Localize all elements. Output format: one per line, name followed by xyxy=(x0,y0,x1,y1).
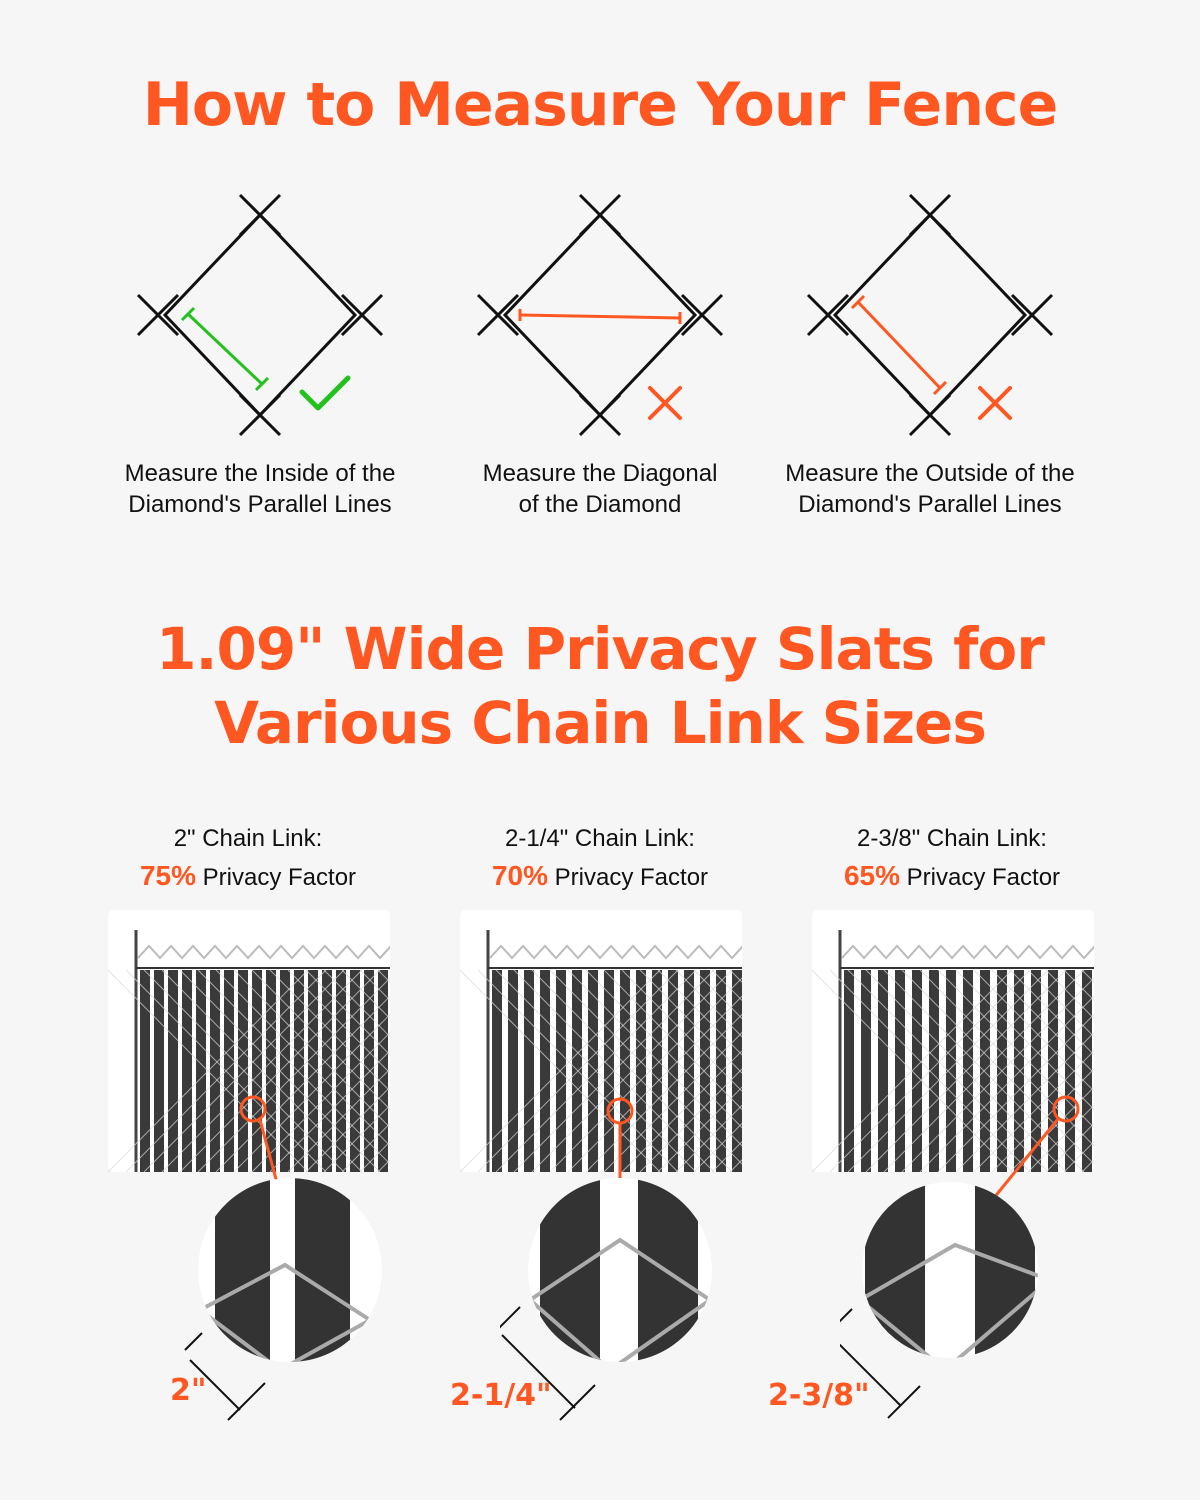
privacy-slat xyxy=(196,970,206,1172)
privacy-slat xyxy=(266,970,276,1172)
privacy-slat xyxy=(912,970,922,1172)
page-title: How to Measure Your Fence xyxy=(142,70,1059,140)
privacy-slat xyxy=(140,970,150,1172)
privacy-slat xyxy=(878,970,888,1172)
privacy-slat xyxy=(350,970,360,1172)
privacy-slat xyxy=(524,970,534,1172)
privacy-slat xyxy=(336,970,346,1172)
privacy-slat xyxy=(1048,970,1058,1172)
x-icon xyxy=(978,386,1012,420)
privacy-slat xyxy=(895,970,905,1172)
size-heading-2-1-4: 2-1/4" Chain Link: 70% Privacy Factor xyxy=(491,825,709,891)
privacy-slat xyxy=(861,970,871,1172)
fence-photo-2 xyxy=(108,910,390,1172)
privacy-slat xyxy=(280,970,290,1172)
privacy-slat xyxy=(210,970,220,1172)
privacy-percent: 70% xyxy=(491,860,548,891)
privacy-slat xyxy=(308,970,318,1172)
privacy-slat xyxy=(636,970,646,1172)
zoom-detail-2 xyxy=(184,1178,382,1421)
fence-photo-2-3-8 xyxy=(812,910,1094,1172)
size-heading-2: 2" Chain Link: 75% Privacy Factor xyxy=(139,825,357,891)
dimension-label-2: 2" xyxy=(170,1373,207,1408)
check-icon xyxy=(299,375,351,411)
privacy-slat xyxy=(604,970,614,1172)
privacy-slat xyxy=(378,970,388,1172)
privacy-slat xyxy=(620,970,630,1172)
privacy-slat xyxy=(700,970,710,1172)
privacy-slat xyxy=(668,970,678,1172)
privacy-slat xyxy=(652,970,662,1172)
dimension-label-2-3-8: 2-3/8" xyxy=(768,1378,870,1413)
size-heading-2-3-8: 2-3/8" Chain Link: 65% Privacy Factor xyxy=(843,825,1061,891)
privacy-slat xyxy=(322,970,332,1172)
zoom-detail-2-1-4 xyxy=(500,1178,712,1421)
privacy-slat xyxy=(492,970,502,1172)
privacy-slat xyxy=(252,970,262,1172)
privacy-slat xyxy=(1031,970,1041,1172)
privacy-slat xyxy=(364,970,374,1172)
section-title: 1.09" Wide Privacy Slats for Various Cha… xyxy=(156,615,1045,757)
privacy-slat xyxy=(1082,970,1092,1172)
privacy-percent: 75% xyxy=(139,860,196,891)
privacy-slat xyxy=(588,970,598,1172)
diamond-diagonal-diagram xyxy=(476,193,724,437)
inside-measure-line xyxy=(180,306,270,392)
privacy-slat xyxy=(684,970,694,1172)
privacy-slat xyxy=(844,970,854,1172)
privacy-slat xyxy=(154,970,164,1172)
diamond-inside-diagram xyxy=(136,193,384,437)
privacy-slat xyxy=(716,970,726,1172)
fence-photo-2-1-4 xyxy=(460,910,742,1172)
privacy-slat xyxy=(182,970,192,1172)
privacy-slat xyxy=(946,970,956,1172)
privacy-slat xyxy=(294,970,304,1172)
privacy-slat xyxy=(1065,970,1075,1172)
privacy-slat xyxy=(1014,970,1024,1172)
privacy-slat xyxy=(929,970,939,1172)
diamond-outside-diagram xyxy=(806,193,1054,437)
privacy-slat xyxy=(963,970,973,1172)
privacy-slat xyxy=(980,970,990,1172)
privacy-slat xyxy=(540,970,550,1172)
privacy-slat xyxy=(572,970,582,1172)
privacy-slat xyxy=(238,970,248,1172)
diagonal-measure-line xyxy=(518,309,682,324)
privacy-slat xyxy=(556,970,566,1172)
dimension-label-2-1-4: 2-1/4" xyxy=(450,1378,552,1413)
x-icon xyxy=(648,386,682,420)
privacy-slat xyxy=(732,970,742,1172)
zoom-detail-2-3-8 xyxy=(840,1182,1038,1419)
outside-measure-line xyxy=(850,294,948,396)
privacy-slat xyxy=(224,970,234,1172)
privacy-percent: 65% xyxy=(843,860,900,891)
privacy-slat xyxy=(168,970,178,1172)
privacy-slat xyxy=(508,970,518,1172)
